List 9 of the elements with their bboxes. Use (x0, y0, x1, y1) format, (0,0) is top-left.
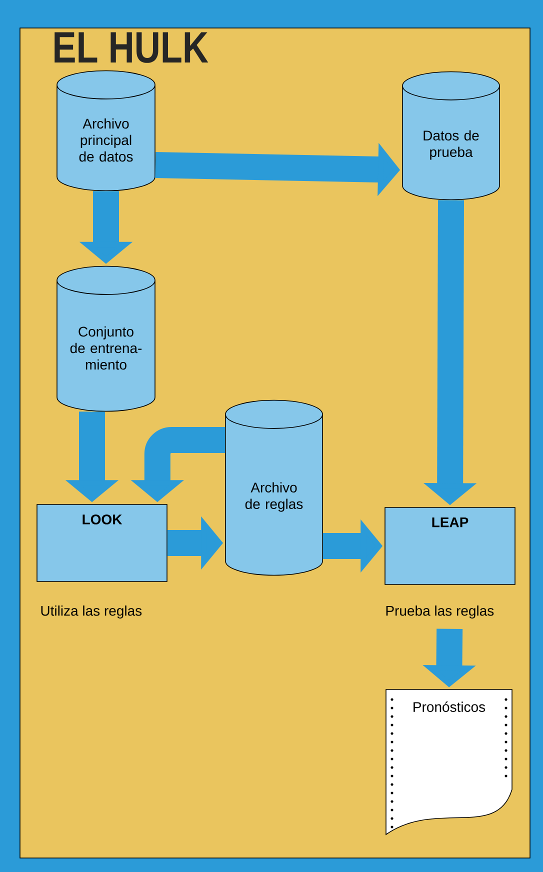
cylinder: Archivo principal de datos (56, 70, 156, 192)
caption-text: Prueba las reglas (386, 605, 494, 619)
cylinder: Archivo de reglas (225, 400, 323, 576)
process-box: LEAP (384, 507, 516, 585)
caption-text: Utiliza las reglas (41, 605, 142, 619)
cylinder: Conjunto de entrena- miento (56, 266, 156, 412)
process-box: LOOK (36, 504, 168, 582)
title: EL HULK (54, 32, 208, 63)
cylinder: Datos de prueba (402, 71, 500, 200)
